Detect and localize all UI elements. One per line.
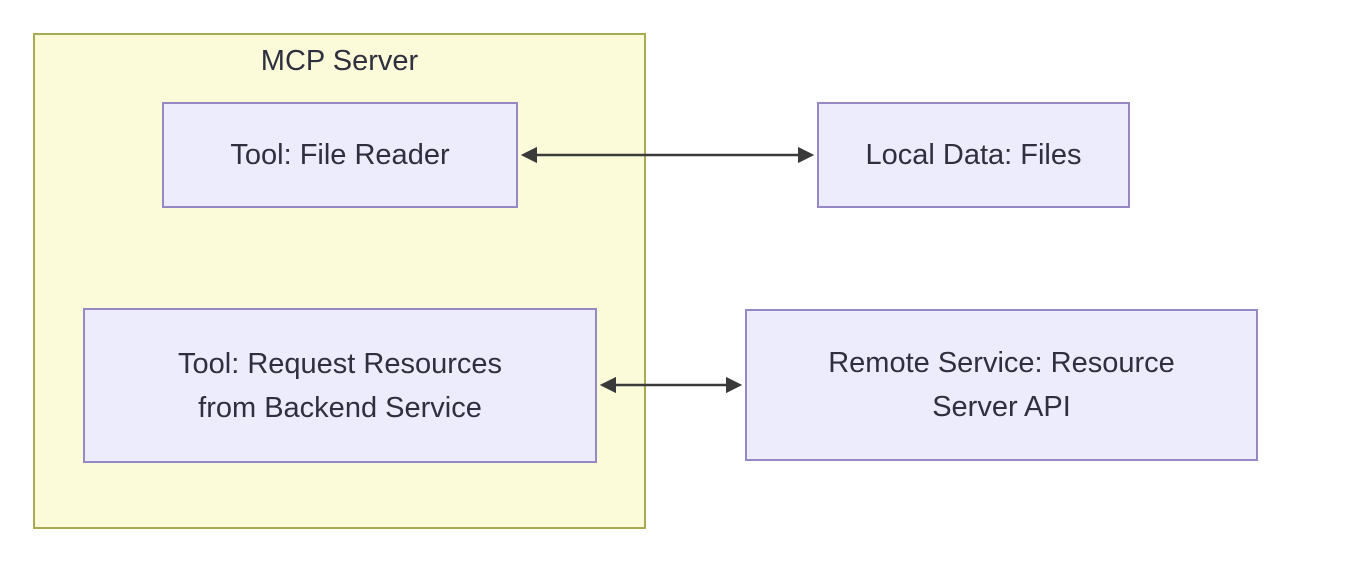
node-remote-service-resource-server-api: Remote Service: Resource Server API (745, 309, 1258, 461)
node-tool-request-resources-label-line2: from Backend Service (198, 391, 482, 424)
node-remote-service-label-line2: Server API (932, 391, 1071, 423)
node-tool-request-resources-label-line1: Tool: Request Resources (178, 347, 502, 380)
node-tool-file-reader: Tool: File Reader (162, 102, 518, 208)
mcp-server-group-label: MCP Server (260, 45, 419, 77)
node-tool-file-reader-label: Tool: File Reader (230, 139, 450, 171)
node-remote-service-label-line1: Remote Service: Resource (828, 347, 1175, 379)
node-tool-request-resources: Tool: Request Resources from Backend Ser… (83, 308, 597, 463)
node-local-data-files: Local Data: Files (817, 102, 1130, 208)
node-local-data-files-label: Local Data: Files (865, 139, 1082, 171)
